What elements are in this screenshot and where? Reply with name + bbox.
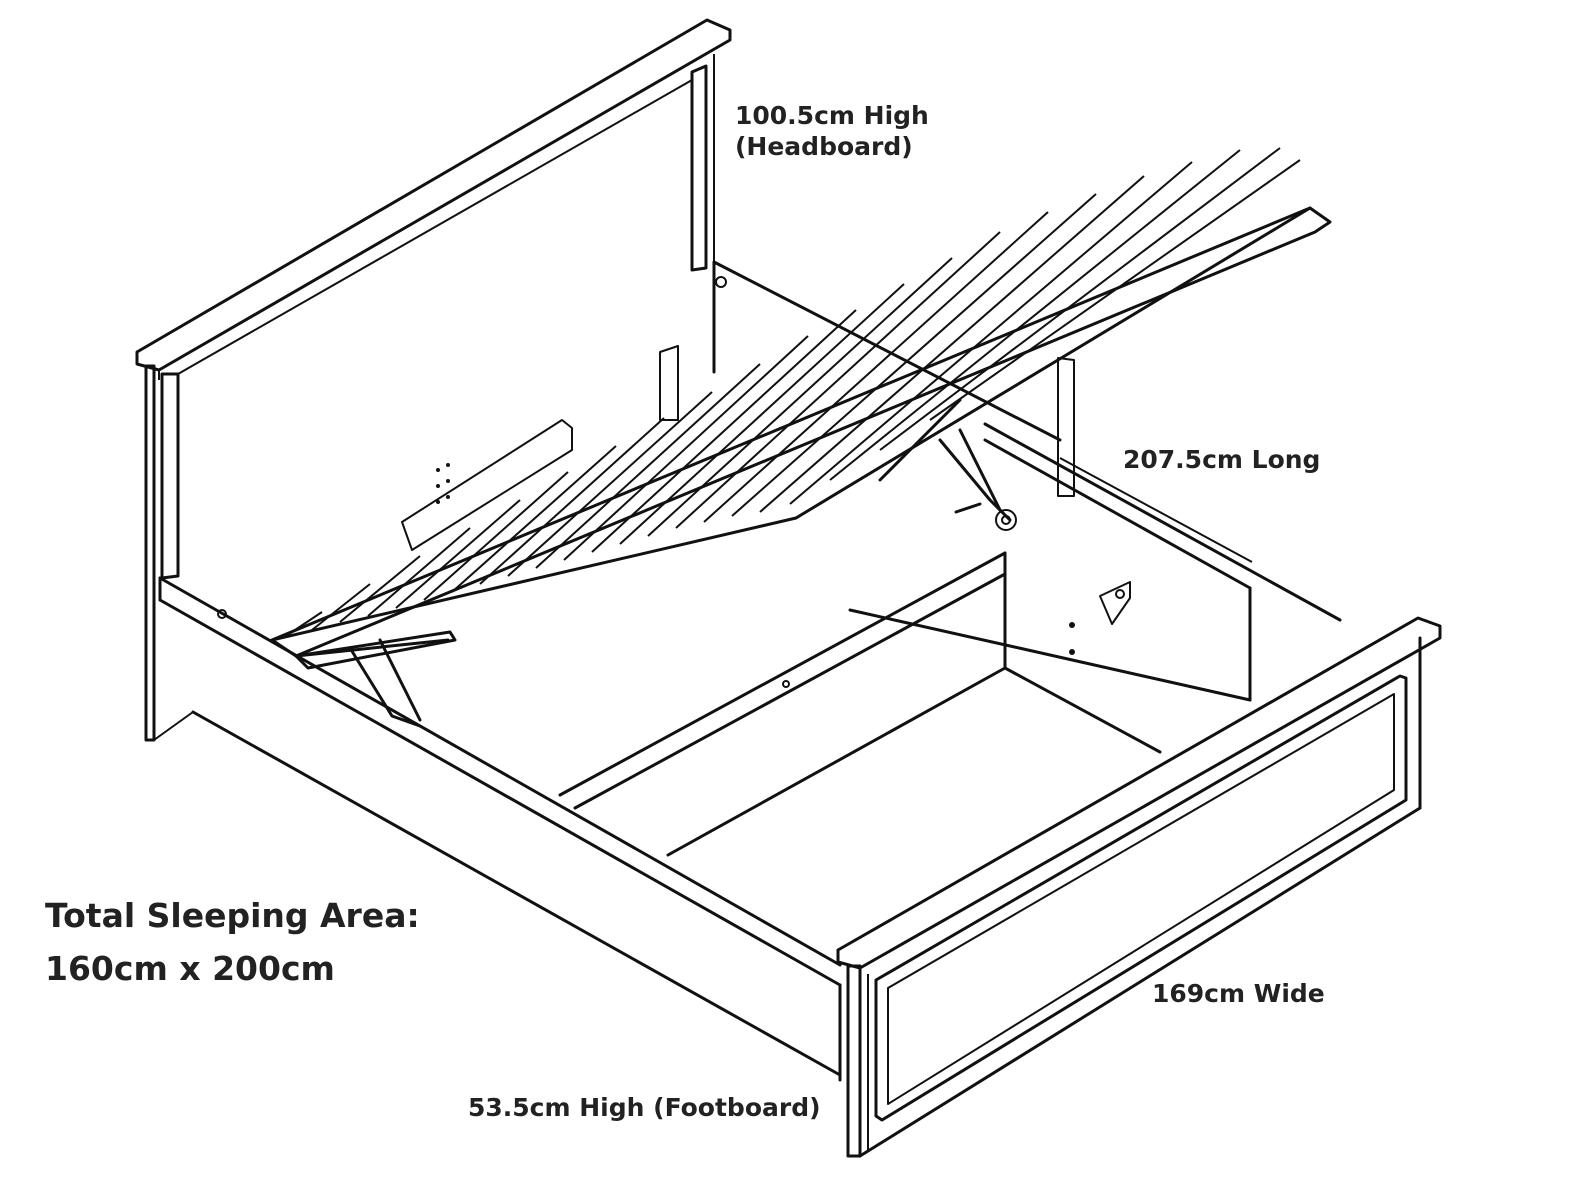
headboard-height-label: 100.5cm High (Headboard): [735, 100, 929, 163]
lift-up-slatted-base: [270, 147, 1332, 728]
headboard: [135, 18, 732, 742]
footboard: [836, 616, 1442, 1158]
sleeping-area-title: Total Sleeping Area:: [45, 896, 420, 935]
sleeping-area-value: 160cm x 200cm: [45, 948, 335, 988]
sleeping-area-label: Total Sleeping Area: 160cm x 200cm: [45, 890, 420, 996]
footboard-height-label: 53.5cm High (Footboard): [468, 1093, 821, 1122]
headboard-height-value: 100.5cm High: [735, 101, 929, 130]
length-label: 207.5cm Long: [1123, 445, 1321, 474]
headboard-height-note: (Headboard): [735, 132, 913, 162]
width-label: 169cm Wide: [1152, 979, 1325, 1008]
slats: [285, 147, 1301, 637]
